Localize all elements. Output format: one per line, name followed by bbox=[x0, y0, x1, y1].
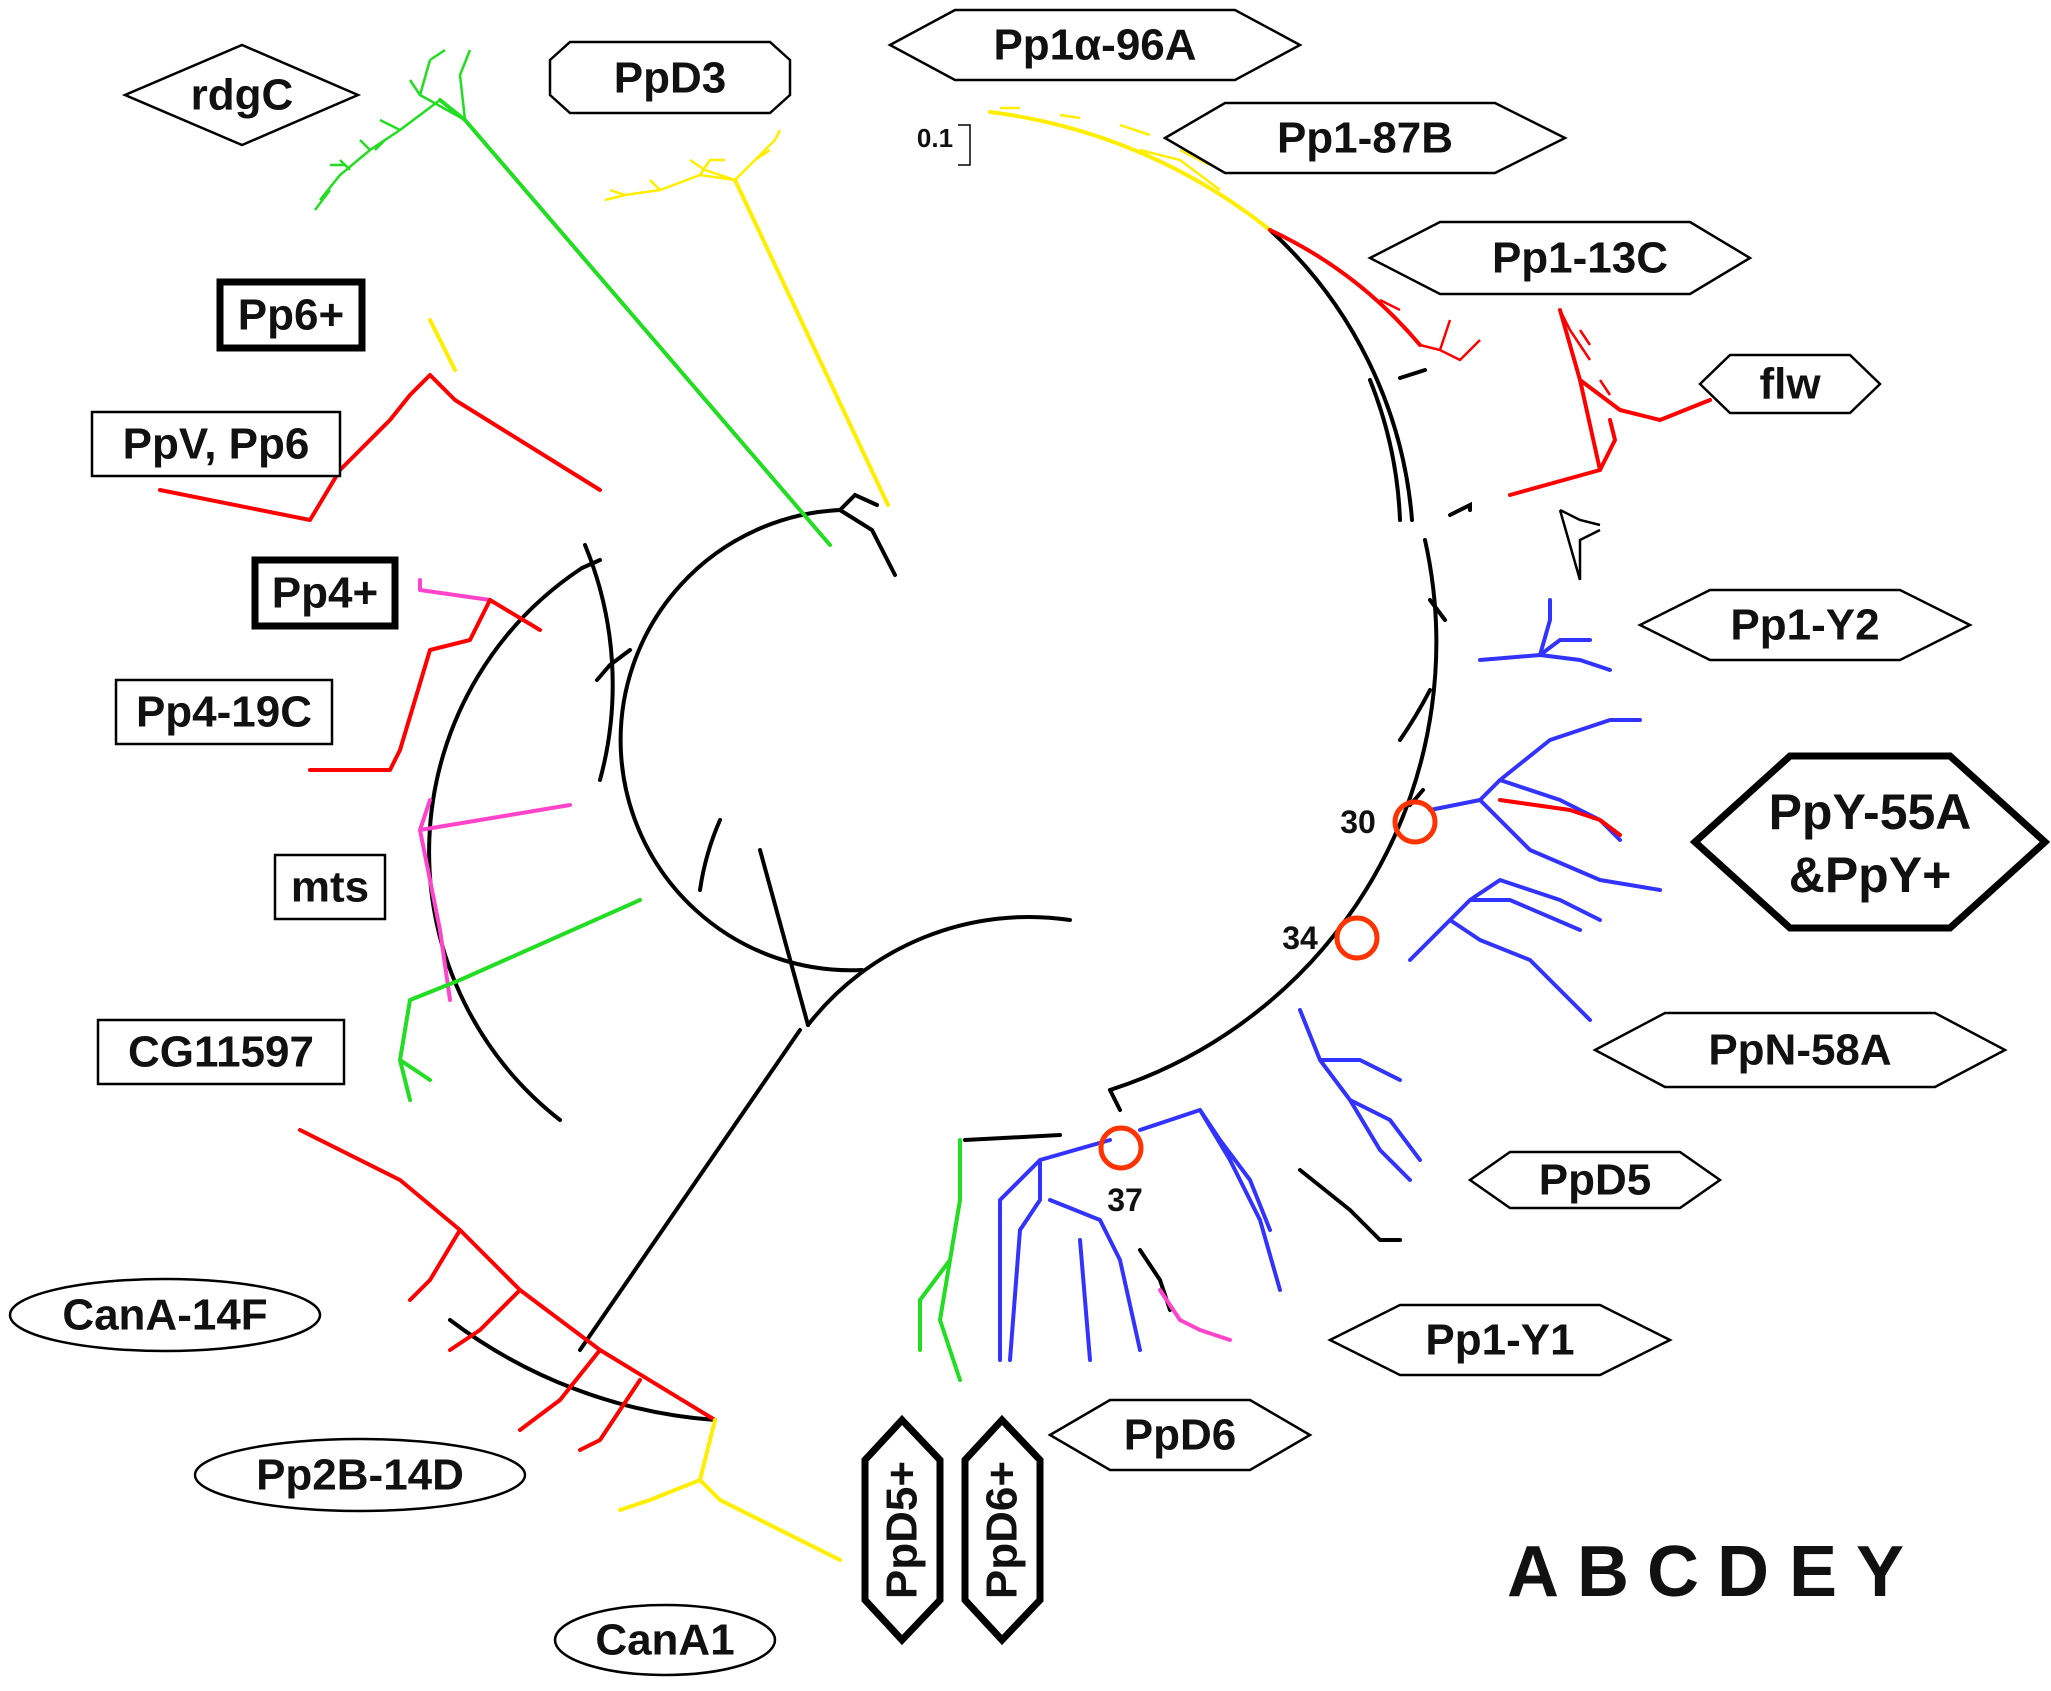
clade-PpY55A bbox=[1428, 718, 1662, 892]
color-legend: A B C D E Y bbox=[1507, 1532, 1904, 1612]
legend-A: A bbox=[1507, 1532, 1559, 1612]
clade-Pp1Y1 bbox=[1138, 1108, 1402, 1292]
node-37-circle bbox=[1098, 1125, 1144, 1171]
label-Pp1Y1-text: Pp1-Y1 bbox=[1425, 1316, 1574, 1365]
label-Pp2B14D: Pp2B-14D bbox=[193, 1437, 527, 1513]
clade-PpD5 bbox=[1298, 1008, 1422, 1182]
label-PpD6plus: PpD6+ bbox=[961, 1414, 1044, 1646]
label-mts: mts bbox=[273, 853, 387, 921]
label-CanA1-text: CanA1 bbox=[595, 1616, 734, 1665]
legend-E: E bbox=[1789, 1532, 1837, 1612]
clade-D-bottom bbox=[918, 1138, 962, 1382]
clade-PpD3 bbox=[604, 129, 890, 507]
label-Pp1Y2: Pp1-Y2 bbox=[1637, 588, 1973, 662]
label-Pp4plus-text: Pp4+ bbox=[272, 569, 378, 618]
label-PpVPp6-text: PpV, Pp6 bbox=[123, 420, 310, 469]
label-flw-text: flw bbox=[1759, 360, 1821, 409]
label-CG11597-text: CG11597 bbox=[128, 1028, 314, 1077]
label-PpY55A-line1: PpY-55A bbox=[1769, 784, 1972, 840]
label-PpY55A: PpY-55A &PpY+ bbox=[1689, 752, 2051, 932]
clade-PpV bbox=[158, 318, 602, 522]
label-PpY55A-line2: &PpY+ bbox=[1789, 847, 1952, 903]
label-PpN58A: PpN-58A bbox=[1592, 1011, 2008, 1089]
label-PpD6-text: PpD6 bbox=[1124, 1411, 1236, 1460]
clade-Pp4 bbox=[308, 578, 542, 772]
label-Pp1Y2-text: Pp1-Y2 bbox=[1730, 601, 1879, 650]
clade-Pp187B bbox=[988, 106, 1272, 232]
tree-backbone bbox=[427, 228, 1472, 1422]
label-Pp4plus: Pp4+ bbox=[251, 556, 399, 630]
clade-Pp113C bbox=[1268, 228, 1481, 362]
label-CG11597: CG11597 bbox=[96, 1018, 346, 1086]
label-Pp113C: Pp1-13C bbox=[1367, 220, 1753, 296]
label-Pp6plus-text: Pp6+ bbox=[238, 291, 344, 340]
clade-CanA-red bbox=[298, 1128, 717, 1452]
label-CanA14F: CanA-14F bbox=[8, 1277, 322, 1353]
scale-bar-label: 0.1 bbox=[917, 123, 953, 153]
node-37-label: 37 bbox=[1107, 1182, 1143, 1218]
label-PpVPp6: PpV, Pp6 bbox=[90, 410, 342, 478]
label-PpD3: PpD3 bbox=[548, 40, 792, 115]
label-Pp1a96A: Pp1α-96A bbox=[887, 8, 1303, 82]
label-PpD3-text: PpD3 bbox=[614, 54, 726, 103]
clade-Pp1Y2 bbox=[1478, 508, 1612, 672]
label-PpD5: PpD5 bbox=[1467, 1150, 1723, 1210]
label-Pp187B-text: Pp1-87B bbox=[1277, 114, 1453, 163]
label-Pp113C-text: Pp1-13C bbox=[1492, 234, 1668, 283]
label-Pp1Y1: Pp1-Y1 bbox=[1327, 1303, 1673, 1377]
scale-bar: 0.1 bbox=[917, 123, 971, 166]
label-PpD6: PpD6 bbox=[1047, 1398, 1313, 1472]
label-Pp187B: Pp1-87B bbox=[1162, 101, 1568, 175]
clade-PpN58A bbox=[1408, 878, 1602, 1022]
label-Pp419C-text: Pp4-19C bbox=[136, 688, 312, 737]
label-rdgC-text: rdgC bbox=[191, 71, 294, 120]
label-Pp6plus: Pp6+ bbox=[216, 278, 366, 352]
label-mts-text: mts bbox=[291, 863, 369, 912]
legend-C: C bbox=[1647, 1532, 1699, 1612]
clade-CG11597 bbox=[398, 898, 642, 1102]
node-34-circle bbox=[1334, 915, 1380, 961]
node-34-label: 34 bbox=[1282, 920, 1318, 956]
label-flw: flw bbox=[1698, 353, 1882, 415]
highlighted-nodes: 30 34 37 bbox=[1098, 799, 1438, 1218]
label-PpD6plus-text: PpD6+ bbox=[978, 1461, 1027, 1599]
clade-PpD6 bbox=[998, 1138, 1232, 1362]
label-PpD5plus: PpD5+ bbox=[861, 1414, 944, 1646]
label-rdgC: rdgC bbox=[121, 43, 362, 147]
clade-CanA1 bbox=[618, 1418, 842, 1562]
node-30-circle bbox=[1392, 799, 1438, 845]
label-PpD5-text: PpD5 bbox=[1539, 1156, 1651, 1205]
label-CanA1: CanA1 bbox=[553, 1603, 777, 1677]
label-Pp1a96A-text: Pp1α-96A bbox=[993, 21, 1196, 70]
node-30-label: 30 bbox=[1340, 804, 1376, 840]
legend-D: D bbox=[1717, 1532, 1769, 1612]
label-Pp419C: Pp4-19C bbox=[114, 678, 334, 746]
label-PpD5plus-text: PpD5+ bbox=[878, 1461, 927, 1599]
legend-B: B bbox=[1577, 1532, 1629, 1612]
clade-mts bbox=[418, 798, 572, 1002]
legend-Y: Y bbox=[1856, 1532, 1904, 1612]
label-CanA14F-text: CanA-14F bbox=[62, 1291, 267, 1340]
label-PpN58A-text: PpN-58A bbox=[1708, 1026, 1891, 1075]
clade-flw bbox=[1508, 308, 1712, 497]
clade-rdgC bbox=[314, 48, 832, 547]
label-Pp2B14D-text: Pp2B-14D bbox=[256, 1451, 464, 1500]
